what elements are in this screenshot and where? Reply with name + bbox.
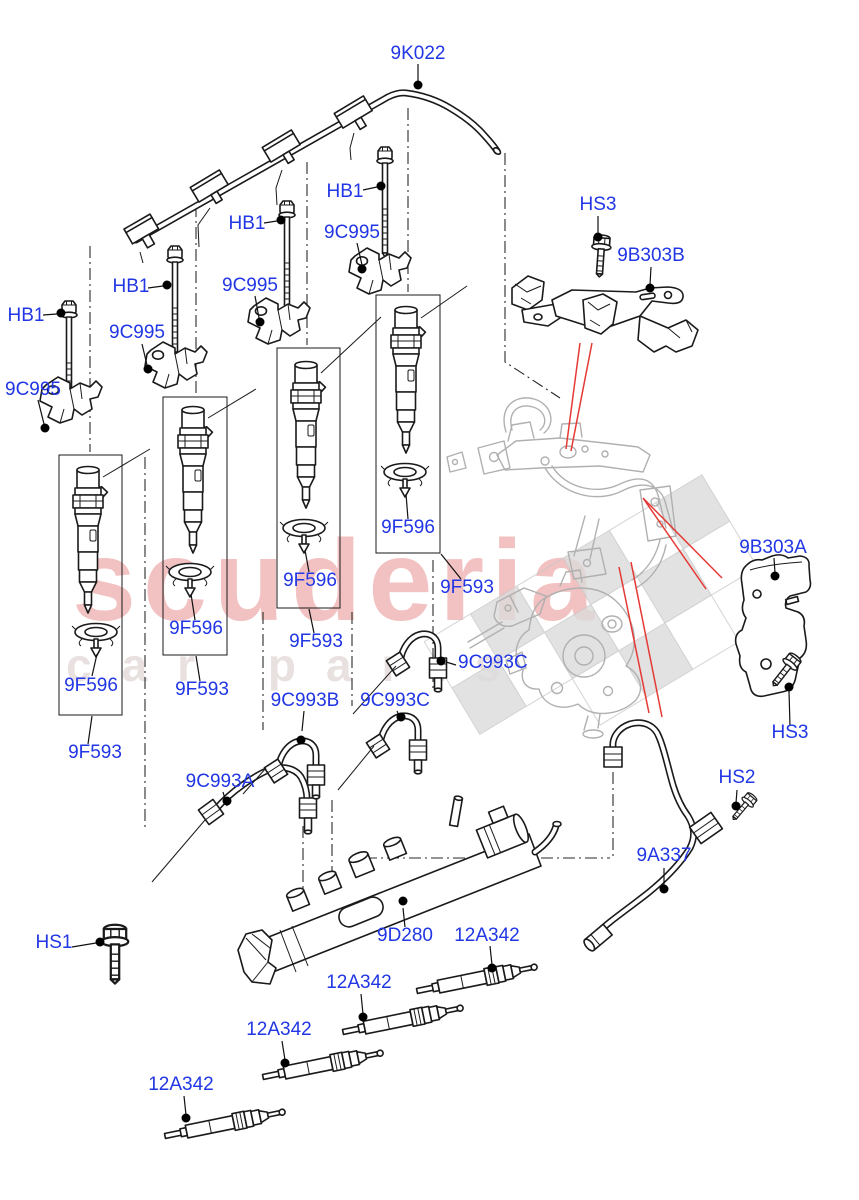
callout-9a337: 9A337 <box>637 845 692 866</box>
callout-9c995-2: 9C995 <box>109 322 165 343</box>
fuel-injectors-9f593 <box>72 285 468 614</box>
callout-leaders <box>37 64 791 1116</box>
red-pointer-lines <box>565 342 723 718</box>
callout-hs3-low: HS3 <box>772 722 809 743</box>
callout-hs2: HS2 <box>719 767 756 788</box>
callout-9f593-1: 9F593 <box>68 742 122 763</box>
callout-dots <box>40 80 794 1123</box>
callout-hs3-top: HS3 <box>580 194 617 215</box>
callout-labels: 9K022 HB1 9C995 HB1 9C995 HB1 9C995 HB1 … <box>5 43 808 1095</box>
callout-9d280: 9D280 <box>377 925 433 946</box>
callout-hs1: HS1 <box>36 932 73 953</box>
injector-boxes <box>58 294 441 716</box>
callout-9f596-4: 9F596 <box>381 517 435 538</box>
callout-9b303b: 9B303B <box>617 245 685 266</box>
callout-12a342-1: 12A342 <box>454 925 520 946</box>
callout-9c995-1: 9C995 <box>5 379 61 400</box>
callout-9f596-1: 9F596 <box>64 675 118 696</box>
callout-9f593-4: 9F593 <box>440 577 494 598</box>
callout-9c995-3: 9C995 <box>222 275 278 296</box>
injector-pipes-9c993 <box>151 634 447 883</box>
engine-reference-drawing <box>446 397 677 739</box>
callout-12a342-3: 12A342 <box>246 1019 312 1040</box>
callout-9c995-4: 9C995 <box>324 222 380 243</box>
callout-9c993a: 9C993A <box>186 771 255 792</box>
callout-9f593-3: 9F593 <box>289 631 343 652</box>
callout-hb1-2: HB1 <box>113 276 150 297</box>
callout-9f596-2: 9F596 <box>169 618 223 639</box>
callout-12a342-2: 12A342 <box>326 972 392 993</box>
callout-9f593-2: 9F593 <box>175 679 229 700</box>
bolt-hs3-top <box>589 233 613 279</box>
fuel-pipe-9a337 <box>583 719 724 952</box>
callout-9f596-3: 9F596 <box>283 570 337 591</box>
fuel-rail-9d280 <box>237 795 562 985</box>
callout-9c993c-1: 9C993C <box>458 652 528 673</box>
bolt-hs1 <box>100 923 130 985</box>
callout-9c993b: 9C993B <box>271 690 340 711</box>
callout-12a342-4: 12A342 <box>148 1074 214 1095</box>
bracket-9b303b <box>511 275 699 353</box>
callout-hb1-3: HB1 <box>229 213 266 234</box>
leak-off-pipe-9K022 <box>123 89 502 264</box>
callout-9k022: 9K022 <box>391 43 446 64</box>
callout-9c993c-2: 9C993C <box>360 690 430 711</box>
callout-hb1-4: HB1 <box>327 181 364 202</box>
callout-hb1-1: HB1 <box>8 305 45 326</box>
callout-9b303a: 9B303A <box>739 537 807 558</box>
